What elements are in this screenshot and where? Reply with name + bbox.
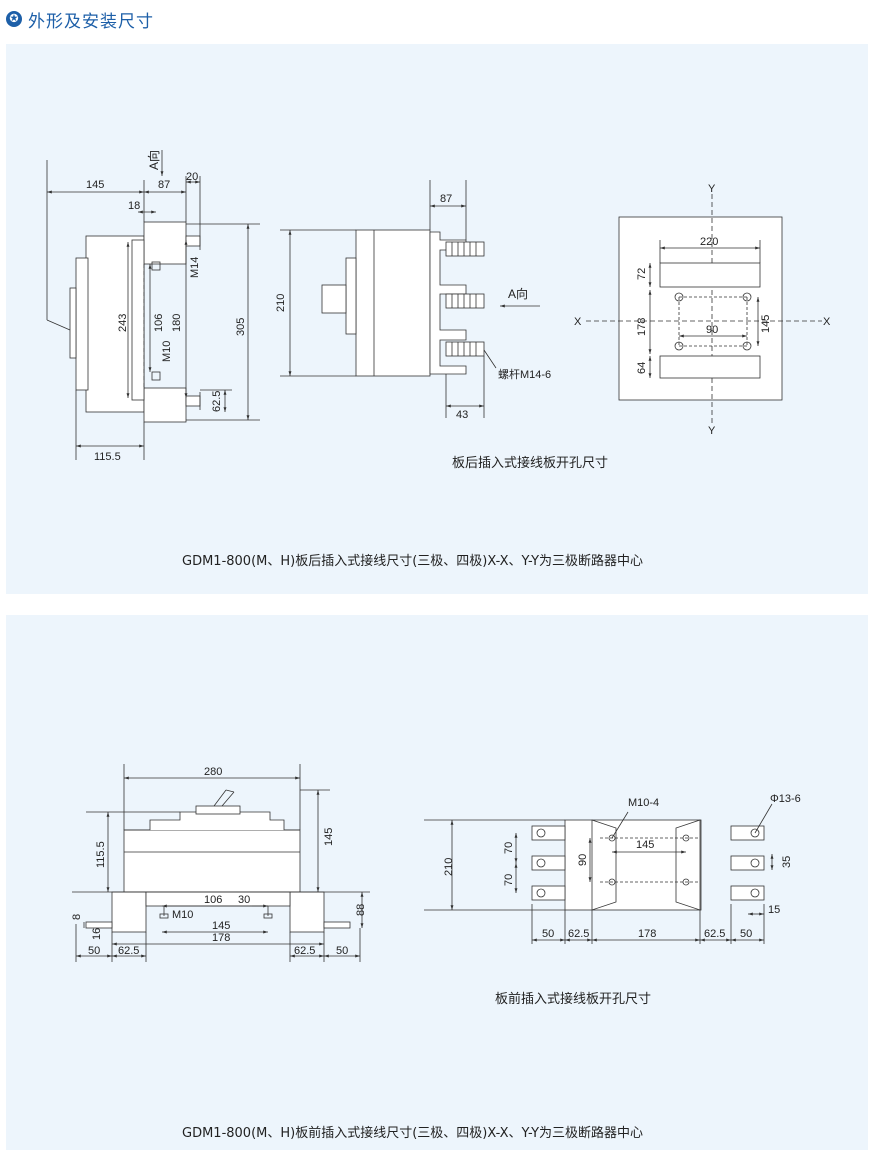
dim-20: 20 [186, 171, 198, 183]
dim-50b-front: 50 [336, 945, 348, 957]
star-badge-icon: ✪ [6, 11, 22, 27]
rear-view-dimensions [280, 180, 540, 418]
dim-243: 243 [117, 314, 129, 332]
dim-50b-hole: 50 [740, 928, 752, 940]
dim-115-5: 115.5 [94, 451, 121, 463]
dim-62-5: 62.5 [211, 391, 223, 412]
dim-180: 180 [171, 314, 183, 332]
dim-72: 72 [636, 268, 648, 280]
dim-m10-4: M10-4 [628, 797, 659, 809]
dim-145b-front: 145 [212, 920, 230, 932]
dim-50a-hole: 50 [542, 928, 554, 940]
dim-210-rear: 210 [275, 294, 287, 312]
dim-64: 64 [636, 362, 648, 374]
side-view-drawing [46, 160, 201, 423]
a-direction-rear: A向 [508, 286, 528, 301]
dim-15: 15 [768, 904, 780, 916]
dim-178: 178 [636, 318, 648, 336]
dim-305: 305 [235, 318, 247, 336]
dim-phi13-6: Φ13-6 [770, 793, 801, 805]
dim-62-5a-hole: 62.5 [568, 928, 589, 940]
dim-16: 16 [91, 928, 103, 940]
front-view-dimensions [72, 764, 370, 962]
axis-x-right: X [823, 316, 831, 328]
dim-178-hole: 178 [638, 928, 656, 940]
front-connection-drawings: 280 115.5 145 106 30 M10 145 178 8 16 88… [71, 764, 801, 962]
dim-145-front: 145 [323, 828, 335, 846]
side-view-dimensions [47, 150, 260, 460]
front-hole-layout-drawing [531, 819, 765, 911]
dim-62-5b-front: 62.5 [294, 945, 315, 957]
dim-43: 43 [456, 409, 468, 421]
dim-145-hole-front: 145 [636, 839, 654, 851]
dim-m14: M14 [189, 257, 201, 278]
dim-145-hole: 145 [760, 315, 772, 333]
dim-50a-front: 50 [88, 945, 100, 957]
dim-145: 145 [86, 179, 104, 191]
dim-m10: M10 [161, 341, 173, 362]
dim-280: 280 [204, 766, 222, 778]
axis-y-bottom: Y [708, 425, 716, 437]
caption-front-holes: 板前插入式接线板开孔尺寸 [495, 992, 652, 1007]
dim-88: 88 [355, 904, 367, 916]
dim-178-front: 178 [212, 932, 230, 944]
caption-front-main: GDM1-800(M、H)板前插入式接线尺寸(三极、四极)X-X、Y-Y为三极断… [182, 1126, 644, 1141]
dim-62-5b-hole: 62.5 [704, 928, 725, 940]
rear-hole-layout-drawing [586, 194, 822, 424]
front-view-drawing [85, 789, 351, 933]
rear-connection-drawings: 145 87 20 18 A向 M14 243 106 180 305 M10 … [46, 150, 831, 463]
dim-87: 87 [158, 179, 170, 191]
a-direction-label: A向 [146, 150, 161, 170]
dim-70b: 70 [503, 874, 515, 886]
section-header: ✪ 外形及安装尺寸 [6, 6, 154, 32]
section-title: 外形及安装尺寸 [28, 11, 154, 32]
dim-90: 90 [706, 324, 718, 336]
dim-106-front: 106 [204, 894, 222, 906]
caption-rear-holes: 板后插入式接线板开孔尺寸 [452, 456, 609, 471]
dim-106: 106 [153, 314, 165, 332]
dim-220: 220 [700, 236, 718, 248]
bolt-label: 螺杆M14-6 [498, 367, 551, 381]
rear-hole-dimensions [648, 240, 761, 378]
dim-115-5-front: 115.5 [95, 841, 107, 868]
dim-90-front: 90 [577, 854, 589, 866]
dim-m10-front: M10 [172, 909, 193, 921]
axis-x-left: X [574, 316, 582, 328]
dim-8: 8 [71, 914, 83, 920]
dim-30: 30 [238, 894, 250, 906]
rear-view-drawing [321, 229, 485, 377]
dim-62-5a-front: 62.5 [118, 945, 139, 957]
dim-35: 35 [781, 856, 793, 868]
dim-87-rear: 87 [440, 193, 452, 205]
front-hole-dimensions [424, 803, 774, 944]
axis-y-top: Y [708, 183, 716, 195]
dim-210-front: 210 [443, 858, 455, 876]
caption-rear-main: GDM1-800(M、H)板后插入式接线尺寸(三极、四极)X-X、Y-Y为三极断… [182, 554, 644, 569]
dim-70a: 70 [503, 842, 515, 854]
dim-18: 18 [128, 200, 140, 212]
